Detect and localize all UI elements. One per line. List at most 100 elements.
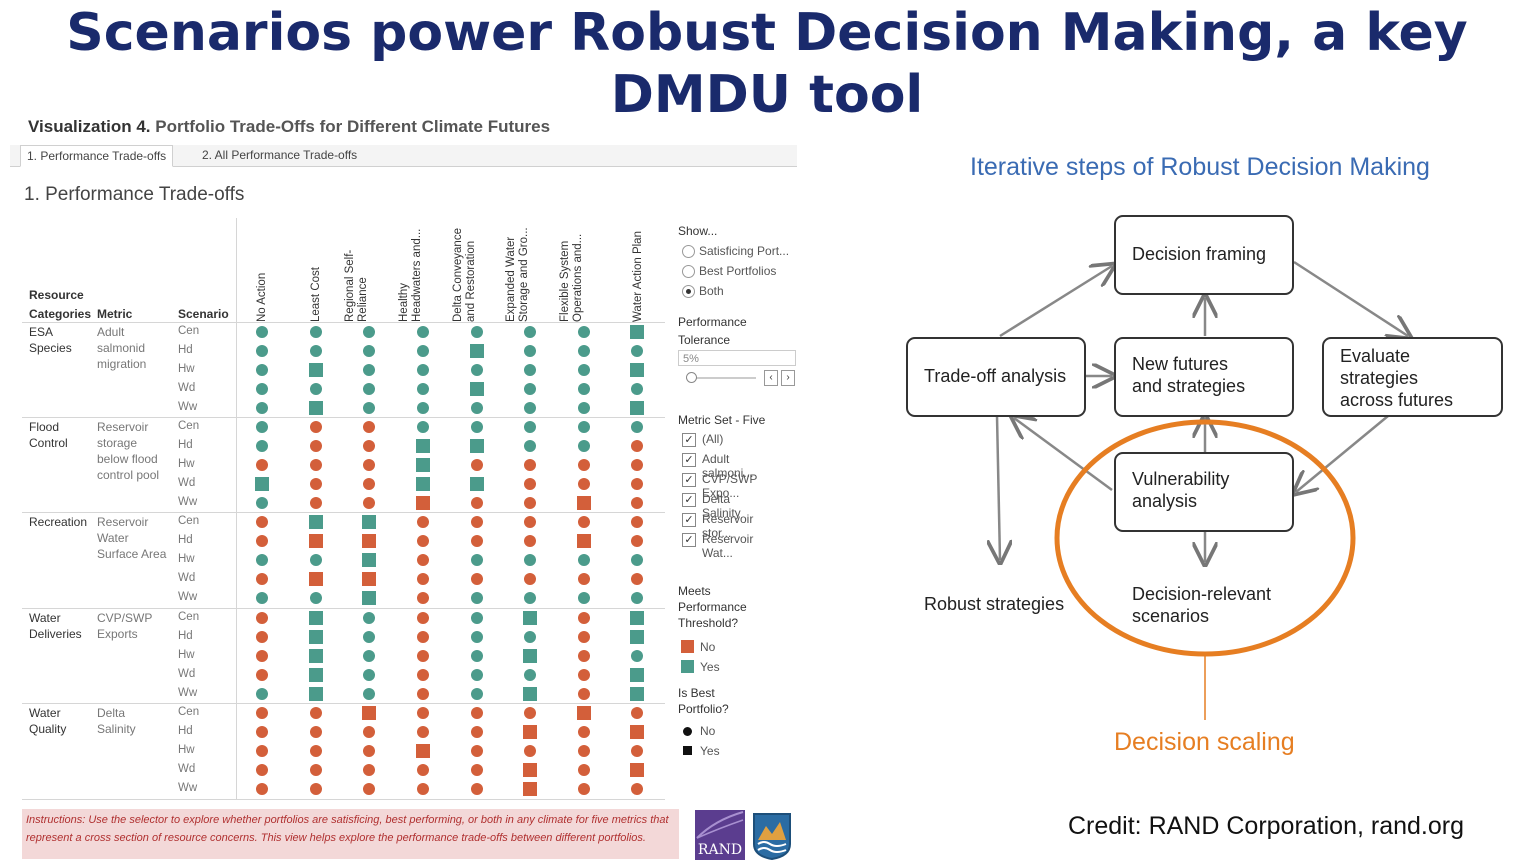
performance-marker[interactable] xyxy=(309,630,323,644)
performance-marker[interactable] xyxy=(631,478,643,490)
performance-marker[interactable] xyxy=(524,345,536,357)
performance-marker[interactable] xyxy=(363,440,375,452)
performance-marker[interactable] xyxy=(256,650,268,662)
performance-marker[interactable] xyxy=(631,383,643,395)
performance-marker[interactable] xyxy=(416,477,430,491)
performance-marker[interactable] xyxy=(524,631,536,643)
performance-marker[interactable] xyxy=(256,745,268,757)
performance-marker[interactable] xyxy=(471,592,483,604)
metric-checkbox[interactable]: ✓ xyxy=(682,533,696,547)
performance-marker[interactable] xyxy=(471,516,483,528)
performance-marker[interactable] xyxy=(363,726,375,738)
performance-marker[interactable] xyxy=(578,573,590,585)
metric-checkbox-label[interactable]: Adult salmoni... xyxy=(702,452,754,480)
performance-marker[interactable] xyxy=(631,345,643,357)
performance-marker[interactable] xyxy=(417,688,429,700)
performance-marker[interactable] xyxy=(417,764,429,776)
performance-marker[interactable] xyxy=(471,726,483,738)
performance-marker[interactable] xyxy=(363,783,375,795)
metric-checkbox-label[interactable]: CVP/SWP Expo... xyxy=(702,472,758,500)
radio-both[interactable] xyxy=(682,285,695,298)
performance-marker[interactable] xyxy=(578,764,590,776)
performance-marker[interactable] xyxy=(310,326,322,338)
performance-marker[interactable] xyxy=(470,477,484,491)
metric-checkbox[interactable]: ✓ xyxy=(682,433,696,447)
performance-marker[interactable] xyxy=(631,650,643,662)
performance-marker[interactable] xyxy=(256,612,268,624)
performance-marker[interactable] xyxy=(578,669,590,681)
performance-marker[interactable] xyxy=(256,383,268,395)
show-option-satisficing[interactable]: Satisficing Port... xyxy=(699,244,790,258)
performance-marker[interactable] xyxy=(309,572,323,586)
performance-marker[interactable] xyxy=(524,440,536,452)
performance-marker[interactable] xyxy=(363,326,375,338)
tab-performance-tradeoffs[interactable]: 1. Performance Trade-offs xyxy=(20,145,174,167)
performance-marker[interactable] xyxy=(256,497,268,509)
performance-marker[interactable] xyxy=(631,554,643,566)
performance-marker[interactable] xyxy=(471,650,483,662)
performance-marker[interactable] xyxy=(310,383,322,395)
performance-marker[interactable] xyxy=(256,688,268,700)
performance-marker[interactable] xyxy=(631,783,643,795)
performance-marker[interactable] xyxy=(471,764,483,776)
performance-marker[interactable] xyxy=(631,516,643,528)
performance-marker[interactable] xyxy=(417,631,429,643)
tolerance-input[interactable]: 5% xyxy=(678,350,796,366)
show-option-both[interactable]: Both xyxy=(699,284,724,298)
performance-marker[interactable] xyxy=(470,439,484,453)
performance-marker[interactable] xyxy=(631,745,643,757)
performance-marker[interactable] xyxy=(578,612,590,624)
performance-marker[interactable] xyxy=(363,669,375,681)
performance-marker[interactable] xyxy=(363,745,375,757)
performance-marker[interactable] xyxy=(309,611,323,625)
metric-checkbox[interactable]: ✓ xyxy=(682,453,696,467)
performance-marker[interactable] xyxy=(578,726,590,738)
performance-marker[interactable] xyxy=(417,650,429,662)
performance-marker[interactable] xyxy=(256,631,268,643)
performance-marker[interactable] xyxy=(417,573,429,585)
performance-marker[interactable] xyxy=(363,345,375,357)
performance-marker[interactable] xyxy=(417,326,429,338)
performance-marker[interactable] xyxy=(362,534,376,548)
metric-checkbox-label[interactable]: (All) xyxy=(702,432,724,446)
performance-marker[interactable] xyxy=(471,554,483,566)
performance-marker[interactable] xyxy=(524,459,536,471)
performance-marker[interactable] xyxy=(471,612,483,624)
performance-marker[interactable] xyxy=(630,611,644,625)
performance-marker[interactable] xyxy=(256,726,268,738)
performance-marker[interactable] xyxy=(309,363,323,377)
performance-marker[interactable] xyxy=(523,649,537,663)
performance-marker[interactable] xyxy=(631,707,643,719)
performance-marker[interactable] xyxy=(630,401,644,415)
performance-marker[interactable] xyxy=(470,382,484,396)
performance-marker[interactable] xyxy=(363,612,375,624)
performance-marker[interactable] xyxy=(256,421,268,433)
performance-marker[interactable] xyxy=(523,611,537,625)
performance-marker[interactable] xyxy=(471,669,483,681)
performance-marker[interactable] xyxy=(630,725,644,739)
performance-marker[interactable] xyxy=(310,592,322,604)
performance-marker[interactable] xyxy=(578,516,590,528)
performance-marker[interactable] xyxy=(309,515,323,529)
performance-marker[interactable] xyxy=(631,535,643,547)
metric-checkbox-label[interactable]: Delta Salinity xyxy=(702,492,741,520)
tab-all-performance-tradeoffs[interactable]: 2. All Performance Trade-offs xyxy=(202,148,358,162)
performance-marker[interactable] xyxy=(578,383,590,395)
performance-marker[interactable] xyxy=(524,669,536,681)
performance-marker[interactable] xyxy=(523,687,537,701)
tolerance-increase-icon[interactable]: › xyxy=(781,370,795,386)
performance-marker[interactable] xyxy=(310,745,322,757)
performance-marker[interactable] xyxy=(523,725,537,739)
performance-marker[interactable] xyxy=(416,458,430,472)
performance-marker[interactable] xyxy=(363,459,375,471)
performance-marker[interactable] xyxy=(578,326,590,338)
performance-marker[interactable] xyxy=(256,364,268,376)
performance-marker[interactable] xyxy=(631,497,643,509)
performance-marker[interactable] xyxy=(630,668,644,682)
performance-marker[interactable] xyxy=(578,459,590,471)
performance-marker[interactable] xyxy=(524,745,536,757)
performance-marker[interactable] xyxy=(417,783,429,795)
performance-marker[interactable] xyxy=(310,440,322,452)
performance-marker[interactable] xyxy=(417,345,429,357)
performance-marker[interactable] xyxy=(310,783,322,795)
